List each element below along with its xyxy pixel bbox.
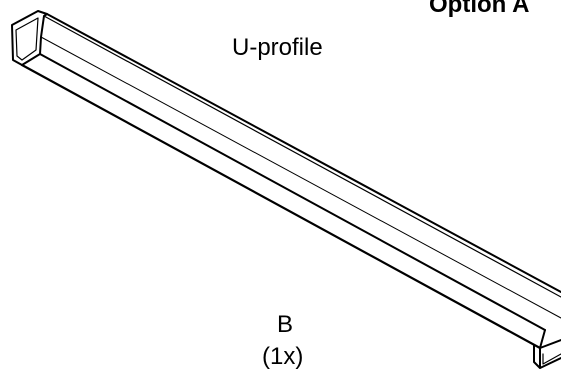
profile-inner-floor-line	[40, 36, 561, 319]
part-letter-label: B	[276, 311, 293, 338]
profile-end-cap-far	[533, 329, 561, 369]
profile-top-rim-inner	[43, 15, 561, 298]
header-title: Option A	[429, 0, 530, 18]
profile-end-cap-far-inner	[542, 353, 561, 365]
profile-side-wall-edge	[39, 53, 546, 331]
part-name-label: U-profile	[232, 34, 323, 61]
profile-bottom-edge-shadow	[12, 59, 535, 346]
profile-top-rim-outer	[46, 13, 561, 293]
profile-end-cap-inner	[15, 17, 39, 61]
part-quantity-label: (1x)	[262, 343, 304, 370]
